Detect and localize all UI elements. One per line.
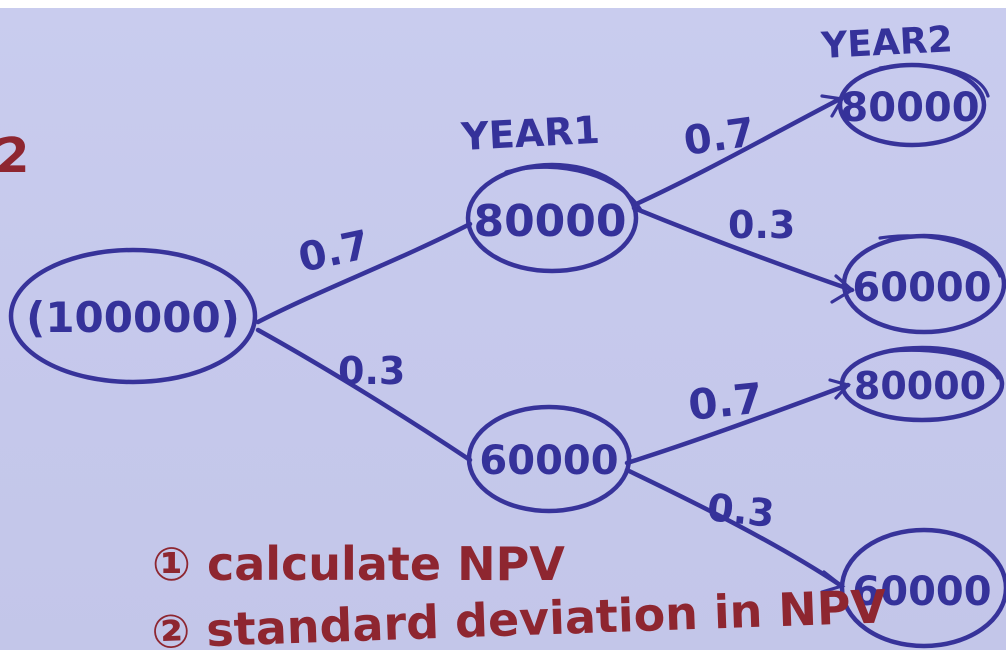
prob-high-low: 0.3 [728, 203, 795, 247]
node-y2-hh-stroke [878, 63, 990, 98]
branch-high-to-hl [631, 205, 855, 293]
branch-root-to-low [255, 327, 473, 463]
node-y1-high-stroke [504, 165, 644, 214]
node-y2-ll [839, 527, 1006, 649]
node-y1-low-stroke [566, 406, 632, 458]
branch-high-to-hh [631, 97, 841, 208]
branch-low-to-lh [624, 382, 851, 466]
bottom-border [0, 650, 1006, 655]
node-y1-high-value: 80000 [473, 196, 626, 247]
branch-low-to-ll [624, 467, 843, 588]
node-y1-low-value: 60000 [479, 438, 618, 484]
top-border [0, 0, 1006, 8]
node-y2-lh [839, 345, 1005, 423]
node-root [8, 247, 258, 385]
node-y2-lh-stroke [882, 348, 1000, 380]
prob-low-low: 0.3 [705, 485, 777, 536]
prob-low-high: 0.7 [686, 373, 765, 430]
node-y1-high [465, 162, 639, 274]
node-y2-hl-value: 60000 [852, 265, 991, 311]
node-y2-lh-value: 80000 [854, 364, 986, 408]
arrow-tip-lh [828, 378, 851, 400]
node-y1-low [466, 404, 632, 514]
node-root-value: (100000) [26, 293, 240, 342]
arrow-tip-hl [830, 274, 855, 304]
question-number: 2 [0, 128, 29, 184]
year2-label: YEAR2 [819, 19, 953, 67]
branch-root-to-high [255, 221, 473, 325]
prob-root-low: 0.3 [338, 349, 405, 393]
year1-label: YEAR1 [459, 108, 601, 159]
node-y2-hh-value: 80000 [840, 85, 979, 131]
node-y2-hl-stroke [878, 234, 1002, 278]
node-y2-ll-value: 60000 [852, 569, 991, 615]
prob-high-high: 0.7 [681, 109, 758, 164]
task-calculate-npv: ① calculate NPV [152, 537, 565, 591]
